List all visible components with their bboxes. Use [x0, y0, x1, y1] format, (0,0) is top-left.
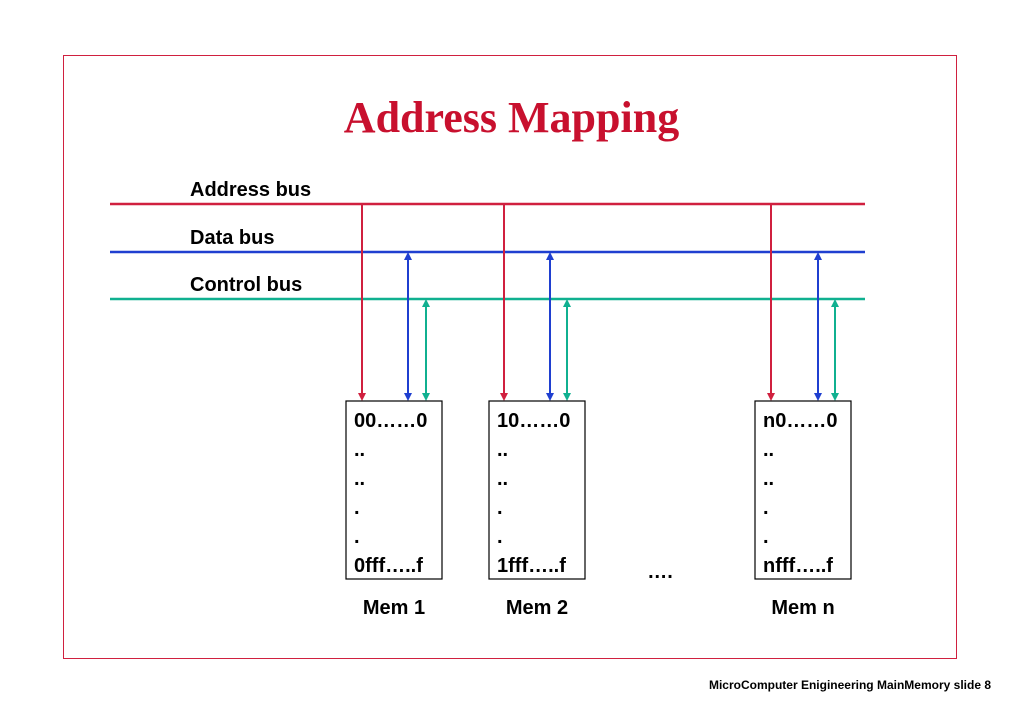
memory-ellipsis: ….: [647, 561, 673, 583]
mem-1-box: [345, 400, 443, 580]
mem-2-address-line: 10……0: [497, 410, 570, 432]
mem-2-address-line: ..: [497, 468, 508, 490]
mem-3-address-line: ..: [763, 439, 774, 461]
mem-3-address-line: ..: [763, 468, 774, 490]
mem-2-address-line: ..: [497, 439, 508, 461]
mem-3-address-line: .: [763, 497, 769, 519]
mem-1-address-line: ..: [354, 439, 365, 461]
mem-2-address-line: 1fff…..f: [497, 555, 566, 577]
slide-title: Address Mapping: [343, 93, 680, 142]
mem-1-address-line: 00……0: [354, 410, 427, 432]
mem-3-address-line: .: [763, 526, 769, 548]
data-bus-label: Data bus: [190, 227, 274, 249]
mem-1-label: Mem 1: [363, 597, 425, 619]
mem-1-address-line: 0fff…..f: [354, 555, 423, 577]
mem-3-label: Mem n: [771, 597, 834, 619]
slide-frame: [63, 55, 957, 659]
mem-2-box: [488, 400, 586, 580]
mem-1-address-line: .: [354, 526, 360, 548]
mem-3-address-line: nfff…..f: [763, 555, 833, 577]
control-bus-label: Control bus: [190, 274, 302, 296]
address-bus-label: Address bus: [190, 179, 311, 201]
mem-2-address-line: .: [497, 526, 503, 548]
mem-1-address-line: ..: [354, 468, 365, 490]
mem-3-address-line: n0……0: [763, 410, 837, 432]
slide-footer: MicroComputer Enigineering MainMemory sl…: [708, 678, 991, 692]
mem-3-box: [754, 400, 852, 580]
mem-2-address-line: .: [497, 497, 503, 519]
mem-2-label: Mem 2: [506, 597, 568, 619]
mem-1-address-line: .: [354, 497, 360, 519]
